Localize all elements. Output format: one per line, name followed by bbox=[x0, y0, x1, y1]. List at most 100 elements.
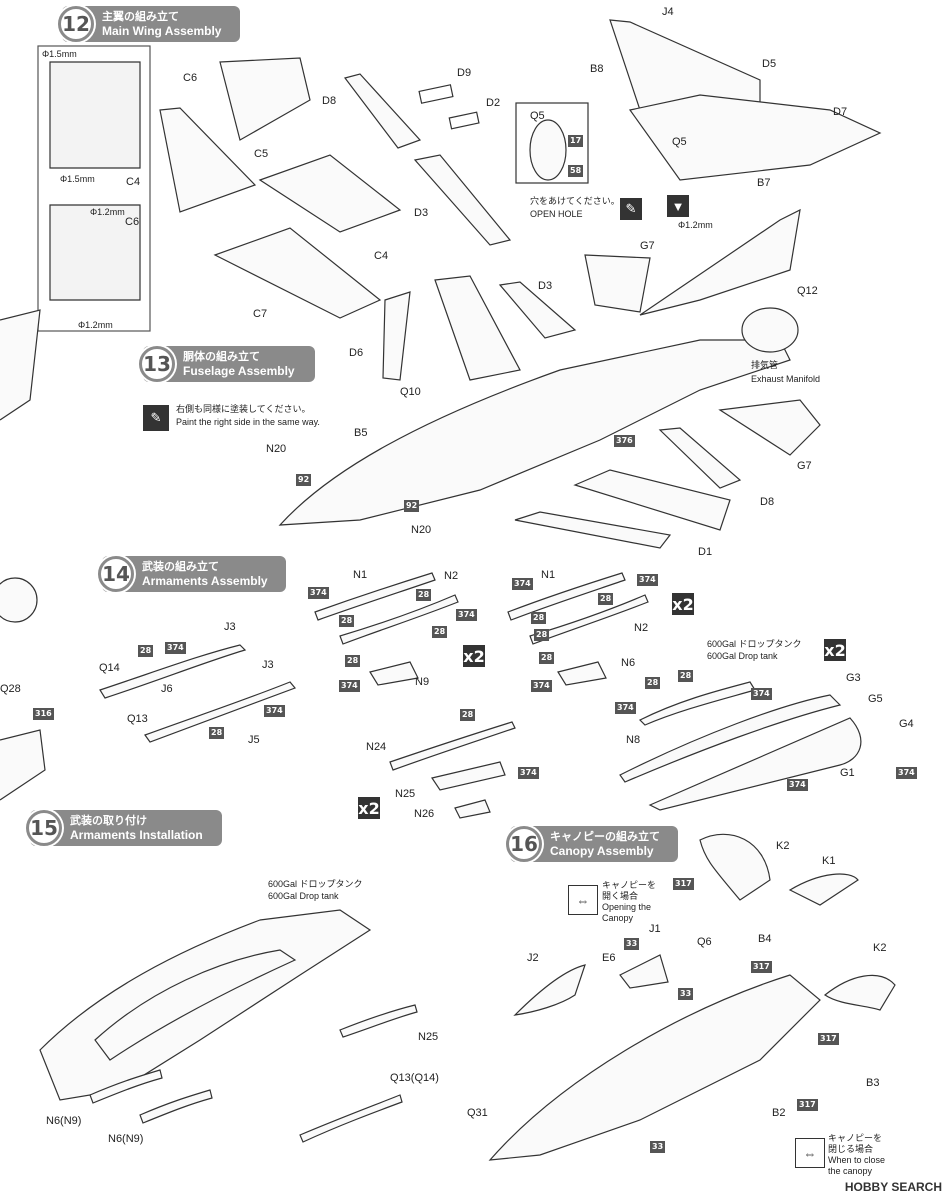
part-label: J4 bbox=[662, 6, 674, 18]
part-label: D8 bbox=[760, 496, 775, 508]
paint-brush-icon: ✎ bbox=[143, 405, 169, 431]
inset-drill-size: Φ1.2mm bbox=[78, 320, 113, 330]
inset-drill-size: Φ1.2mm bbox=[90, 207, 125, 217]
open-canopy-note-jp: キャノピーを 開く場合 bbox=[602, 880, 657, 901]
paint-badge: 28 bbox=[460, 709, 476, 721]
paint-badge: 28 bbox=[416, 589, 432, 601]
paint-badge: 376 bbox=[614, 435, 635, 447]
paint-badge: 33 bbox=[624, 938, 640, 950]
paint-badge: 316 bbox=[33, 708, 54, 720]
paint-badge: 374 bbox=[531, 680, 552, 692]
part-label: D2 bbox=[486, 97, 501, 109]
part-label: G4 bbox=[899, 718, 914, 730]
part-n26-shape bbox=[454, 799, 491, 819]
inset-part-label: C6 bbox=[125, 216, 140, 228]
left-partial-body bbox=[0, 729, 46, 801]
part-n2a-shape bbox=[339, 594, 459, 645]
part-label: Q13(Q14) bbox=[390, 1072, 439, 1084]
part-k2a-shape bbox=[699, 833, 771, 901]
part-label: B8 bbox=[590, 63, 604, 75]
part-k1-shape bbox=[788, 873, 859, 906]
part-label: N2 bbox=[634, 622, 649, 634]
step-title-en: Armaments Assembly bbox=[142, 574, 268, 588]
part-label: E6 bbox=[602, 952, 616, 964]
paint-badge: 374 bbox=[264, 705, 285, 717]
part-label: B3 bbox=[866, 1077, 880, 1089]
paint-badge: 28 bbox=[339, 615, 355, 627]
paint-badge: 374 bbox=[165, 642, 186, 654]
tank2-note-jp: 600Gal ドロップタンク bbox=[268, 879, 363, 889]
part-d8-shape bbox=[343, 73, 422, 149]
part-label: N20 bbox=[266, 443, 287, 455]
left-partial-wheel bbox=[0, 577, 38, 623]
part-label: K2 bbox=[776, 840, 790, 852]
paint-badge: 28 bbox=[138, 645, 154, 657]
paint-badge: 374 bbox=[751, 688, 772, 700]
part-label: Q5 bbox=[530, 110, 545, 122]
part-label: D8 bbox=[322, 95, 337, 107]
drill-icon: ✎ bbox=[620, 198, 642, 220]
part-n25-shape bbox=[431, 761, 506, 791]
part-q14-shape bbox=[99, 644, 247, 699]
part-n1b-shape bbox=[507, 572, 626, 621]
drill-inset-box bbox=[37, 45, 151, 332]
part-label: G7 bbox=[797, 460, 812, 472]
paint-badge: 28 bbox=[534, 629, 550, 641]
drill-bit-icon: ▼ bbox=[667, 195, 689, 217]
inset-drill-size: Φ1.5mm bbox=[60, 174, 95, 184]
paint-badge: 374 bbox=[512, 578, 533, 590]
part-label: C4 bbox=[374, 250, 389, 262]
part-label: N24 bbox=[366, 741, 387, 753]
tank2-note-en: 600Gal Drop tank bbox=[268, 891, 339, 901]
part-label: Q12 bbox=[797, 285, 818, 297]
part-n2b-shape bbox=[529, 594, 649, 645]
paint-badge: 92 bbox=[404, 500, 420, 512]
paint-note-jp: 右側も同様に塗装してください。 bbox=[176, 404, 311, 414]
part-label: N6(N9) bbox=[108, 1133, 144, 1145]
part-g7a-shape bbox=[584, 254, 651, 313]
paint-badge: 317 bbox=[818, 1033, 839, 1045]
part-q13-shape bbox=[144, 681, 297, 743]
part-label: D3 bbox=[538, 280, 553, 292]
tailplane-shape bbox=[658, 427, 742, 489]
paint-badge: 317 bbox=[797, 1099, 818, 1111]
part-label: C5 bbox=[254, 148, 269, 160]
part-label: J1 bbox=[649, 923, 661, 935]
part-d1-shape bbox=[514, 511, 672, 549]
paint-badge: 92 bbox=[296, 474, 312, 486]
close-canopy-note-jp: キャノピーを 閉じる場合 bbox=[828, 1133, 883, 1154]
paint-badge: 374 bbox=[615, 702, 636, 714]
part-label: B7 bbox=[757, 177, 771, 189]
paint-badge: 17 bbox=[568, 135, 584, 147]
part-label: D3 bbox=[414, 207, 429, 219]
inset-drill-size: Φ1.5mm bbox=[42, 49, 77, 59]
paint-badge: 317 bbox=[751, 961, 772, 973]
step-title-jp: キャノピーの組み立て bbox=[550, 831, 660, 843]
part-n9-shape bbox=[369, 661, 419, 686]
part-label: J2 bbox=[527, 952, 539, 964]
drill-size-note: Φ1.2mm bbox=[678, 220, 713, 230]
part-label: N25 bbox=[395, 788, 416, 800]
seat-shape bbox=[529, 119, 567, 181]
part-c5-shape bbox=[159, 107, 257, 213]
part-label: D6 bbox=[349, 347, 364, 359]
canopy-close-icon: ⇔ bbox=[795, 1138, 825, 1168]
fuselage-shape bbox=[278, 339, 791, 526]
part-e6-shape bbox=[619, 954, 669, 989]
paint-badge: 33 bbox=[678, 988, 694, 1000]
part-label: Q31 bbox=[467, 1107, 488, 1119]
paint-badge: 28 bbox=[345, 655, 361, 667]
paint-badge: 28 bbox=[432, 626, 448, 638]
paint-badge: 374 bbox=[518, 767, 539, 779]
vertical-tail-shape bbox=[639, 208, 801, 316]
part-n6n9a-shape bbox=[89, 1069, 163, 1104]
close-canopy-note-en: When to close the canopy bbox=[828, 1155, 886, 1176]
paint-badge: 28 bbox=[539, 652, 555, 664]
paint-badge: 374 bbox=[637, 574, 658, 586]
part-j2-shape bbox=[513, 964, 586, 1016]
part-g5-shape bbox=[619, 694, 842, 783]
